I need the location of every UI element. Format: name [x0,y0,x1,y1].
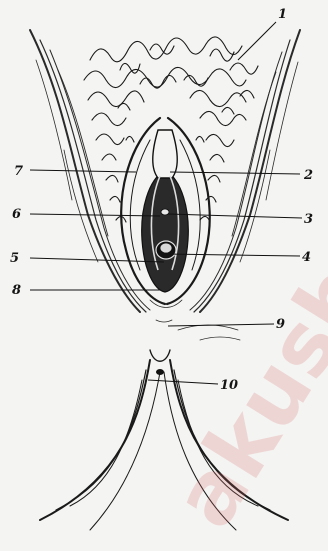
urethral-opening [161,209,169,215]
label-2: 2 [303,168,313,183]
anus [156,369,164,375]
label-8: 8 [12,283,21,298]
hymen [160,243,172,253]
label-1: 1 [278,7,287,22]
label-7: 7 [14,164,23,179]
label-3: 3 [304,212,313,227]
label-6: 6 [12,207,21,222]
clitoral-prepuce [153,130,178,178]
label-5: 5 [10,251,19,266]
